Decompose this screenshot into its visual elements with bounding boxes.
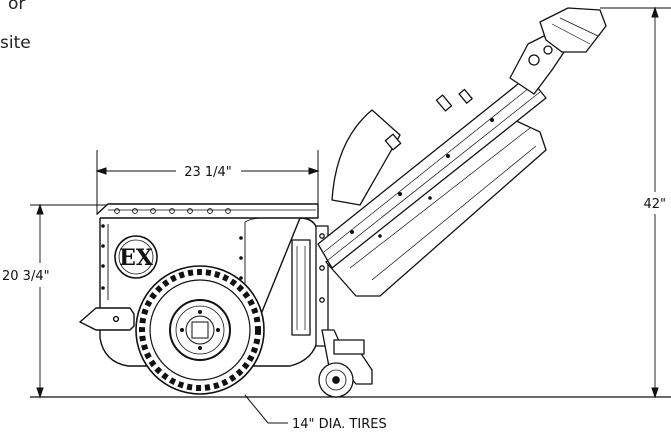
cropped-text-site: site: [0, 33, 31, 53]
total-height-dimension-label: 42": [643, 197, 666, 212]
cropped-text-or: or: [8, 0, 26, 14]
drive-wheel: [135, 265, 265, 395]
ex-badge-text: EX: [119, 245, 154, 271]
body-height-dimension-label: 20 3/4": [2, 269, 50, 284]
handle-arm: [317, 7, 607, 297]
caster-wheel: [318, 362, 354, 398]
tire-callout-label: 14" DIA. TIRES: [292, 417, 387, 432]
length-dimension-label: 23 1/4": [184, 165, 232, 180]
ex-badge: [114, 235, 158, 279]
